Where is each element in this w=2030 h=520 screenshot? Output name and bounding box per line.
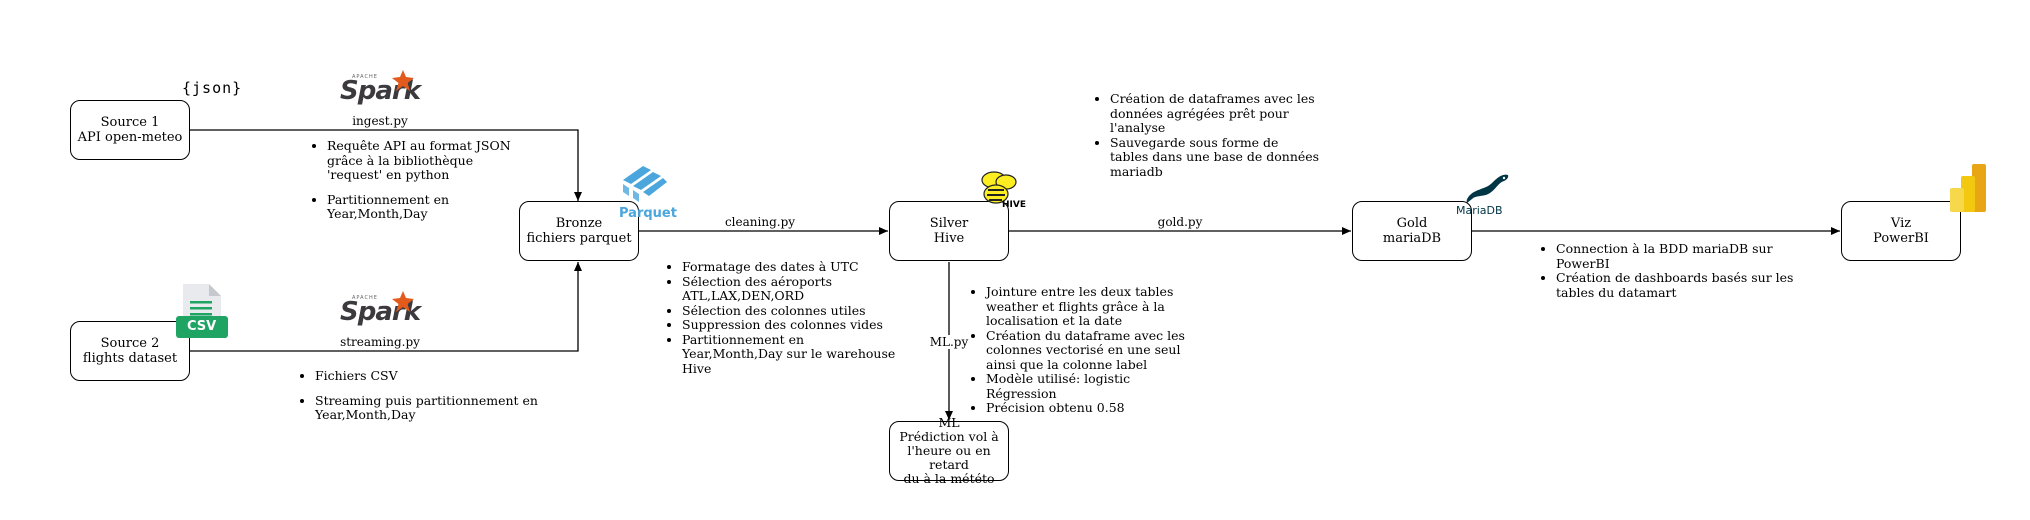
- node-bronze-line2: fichiers parquet: [526, 231, 632, 246]
- node-viz[interactable]: Viz PowerBI: [1841, 201, 1961, 261]
- note-item: Suppression des colonnes vides: [682, 317, 897, 333]
- edge-streaming: [190, 262, 582, 352]
- note-item: Fichiers CSV: [315, 368, 545, 384]
- json-logo-icon: {json}: [182, 79, 243, 97]
- node-source2[interactable]: Source 2 flights dataset: [70, 321, 190, 381]
- note-item: Jointure entre les deux tables weather e…: [986, 284, 1191, 329]
- node-gold-line2: mariaDB: [1382, 231, 1442, 246]
- note-item: Requête API au format JSON grâce à la bi…: [327, 138, 517, 183]
- note-item: Streaming puis partitionnement en Year,M…: [315, 393, 545, 423]
- note-item: Partitionnement en Year,Month,Day: [327, 192, 517, 222]
- mariadb-seal-icon: MariaDB: [1454, 173, 1514, 219]
- note-item: Modèle utilisé: logistic Régression: [986, 371, 1191, 401]
- edge-label-cleaning: cleaning.py: [722, 215, 798, 229]
- notes-ml: Jointure entre les deux tables weather e…: [970, 284, 1191, 416]
- node-ml-line2: Prédiction vol à: [899, 429, 999, 444]
- note-item: Connection à la BDD mariaDB sur PowerBI: [1556, 241, 1796, 271]
- parquet-logo-icon: Parquet: [615, 164, 677, 224]
- parquet-logo-text: Parquet: [619, 206, 677, 221]
- note-item: Sélection des colonnes utiles: [682, 303, 897, 319]
- notes-cleaning: Formatage des dates à UTC Sélection des …: [666, 259, 897, 377]
- node-ml-line4: du à la météto: [903, 471, 995, 486]
- node-ml-line3: l'heure ou en retard: [907, 443, 991, 472]
- note-item: Sélection des aéroports ATL,LAX,DEN,ORD: [682, 274, 897, 304]
- hive-bee-icon: HIVE: [980, 170, 1026, 214]
- note-item: Précision obtenu 0.58: [986, 400, 1191, 416]
- node-source1-line1: Source 1: [100, 115, 160, 130]
- spark-logo-icon: APACHE Spark: [340, 70, 421, 108]
- edge-ingest: [190, 129, 582, 201]
- csv-label-text: CSV: [187, 319, 217, 334]
- edge-label-streaming: streaming.py: [338, 335, 422, 349]
- spark-apache-text: APACHE: [352, 74, 378, 80]
- node-viz-line1: Viz: [1890, 216, 1912, 231]
- node-bronze-line1: Bronze: [555, 216, 603, 231]
- node-silver-line1: Silver: [929, 216, 969, 231]
- notes-viz: Connection à la BDD mariaDB sur PowerBI …: [1540, 241, 1796, 300]
- note-item: Sauvegarde sous forme de tables dans une…: [1110, 135, 1320, 180]
- node-ml[interactable]: ML Prédiction vol à l'heure ou en retard…: [889, 416, 1009, 486]
- node-silver-line2: Hive: [933, 231, 965, 246]
- spark-apache-text: APACHE: [352, 295, 378, 301]
- edge-label-ingest: ingest.py: [350, 114, 410, 128]
- note-item: Création du dataframe avec les colonnes …: [986, 328, 1191, 373]
- mariadb-logo-text: MariaDB: [1456, 204, 1503, 217]
- node-silver[interactable]: Silver Hive: [889, 201, 1009, 261]
- notes-ingest: Requête API au format JSON grâce à la bi…: [311, 138, 517, 222]
- node-source1[interactable]: Source 1 API open-meteo: [70, 100, 190, 160]
- edge-label-ml: ML.py: [927, 335, 971, 349]
- node-gold-line1: Gold: [1396, 216, 1428, 231]
- node-ml-line1: ML: [938, 415, 960, 430]
- notes-gold: Création de dataframes avec les données …: [1094, 91, 1320, 180]
- node-viz-line2: PowerBI: [1873, 231, 1929, 246]
- node-source2-line2: flights dataset: [82, 351, 178, 366]
- node-bronze[interactable]: Bronze fichiers parquet: [519, 201, 639, 261]
- edge-label-gold: gold.py: [1155, 215, 1205, 229]
- node-gold[interactable]: Gold mariaDB: [1352, 201, 1472, 261]
- note-item: Partitionnement en Year,Month,Day sur le…: [682, 332, 897, 377]
- note-item: Création de dashboards basés sur les tab…: [1556, 270, 1796, 300]
- csv-file-icon: CSV: [176, 284, 228, 338]
- note-item: Création de dataframes avec les données …: [1110, 91, 1320, 136]
- note-item: Formatage des dates à UTC: [682, 259, 897, 275]
- powerbi-logo-icon: [1950, 164, 1986, 212]
- notes-streaming: Fichiers CSV Streaming puis partitionnem…: [299, 368, 545, 423]
- node-source1-line2: API open-meteo: [77, 130, 183, 145]
- hive-logo-text: HIVE: [1002, 200, 1026, 210]
- node-source2-line1: Source 2: [100, 336, 160, 351]
- spark-logo-icon: APACHE Spark: [340, 291, 421, 329]
